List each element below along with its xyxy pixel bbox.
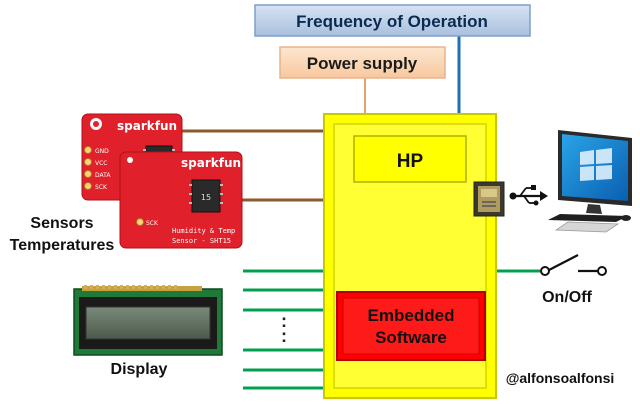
display-label: Display (111, 361, 168, 378)
power-supply-box: Power supply (279, 46, 446, 79)
usb-icon (509, 185, 548, 206)
hp-label: HP (397, 151, 424, 172)
sd-card-icon (473, 181, 505, 217)
sensor-brand-2: sparkfun (181, 156, 241, 170)
bus-ellipsis-top: : (281, 311, 287, 331)
sensor-pin-sck-2: SCK (146, 220, 159, 227)
sensor-pin-data: DATA (95, 172, 111, 179)
frequency-label: Frequency of Operation (296, 12, 488, 31)
sensor-caption-1: Humidity & Temp (172, 227, 235, 235)
sensor-caption-2: Sensor - SHT15 (172, 237, 231, 245)
sensor-pin-vcc: VCC (95, 160, 107, 167)
sensor-brand-1: sparkfun (117, 119, 177, 133)
power-supply-label: Power supply (307, 54, 418, 73)
sensor-board-icon: sparkfun 15 SCK Humidity & Temp Sensor -… (119, 151, 243, 249)
bus-lines (243, 269, 540, 390)
watermark: @alfonsoalfonsi (506, 370, 615, 386)
switch-icon (540, 254, 607, 276)
sensor-chip-text-2: 15 (201, 193, 211, 202)
lcd-display-icon (73, 285, 223, 356)
embedded-software-label-2: Software (375, 328, 447, 347)
embedded-software-block: Embedded Software (336, 291, 486, 361)
embedded-software-label-1: Embedded (368, 306, 455, 325)
computer-icon (548, 130, 632, 233)
sensor-pin-sck: SCK (95, 184, 108, 191)
sensors-label-1: Sensors (30, 215, 93, 232)
frequency-box: Frequency of Operation (254, 4, 531, 37)
bus-ellipsis-bottom: : (281, 326, 287, 346)
sensors-label-2: Temperatures (10, 237, 115, 254)
hp-block: HP (353, 135, 467, 183)
onoff-label: On/Off (542, 289, 592, 306)
sensor-pin-gnd: GND (95, 148, 109, 155)
